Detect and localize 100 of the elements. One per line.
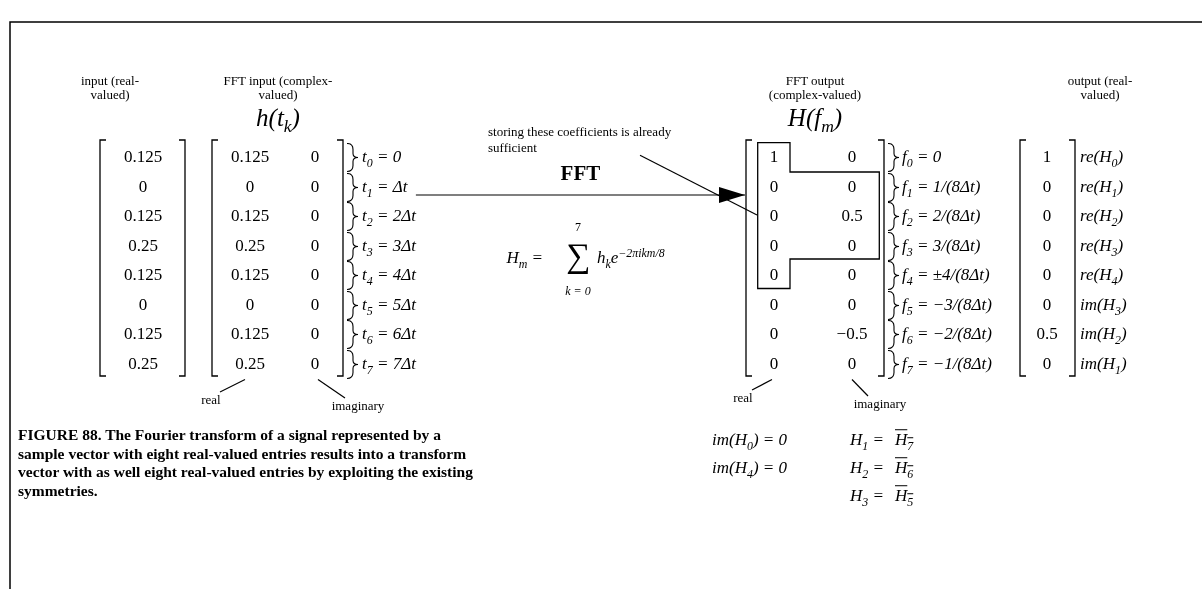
symmetry-equation: H$_{3}$ =	[850, 486, 884, 506]
leader-line	[219, 378, 246, 393]
matrix-entry: 0	[769, 265, 779, 285]
time-label: t$_{0}$ = 0	[362, 147, 402, 167]
matrix-entry: 0	[310, 324, 320, 344]
leader-line	[751, 378, 773, 391]
matrix-entry: 0.25	[235, 353, 265, 374]
matrix-entry: 0.25	[235, 235, 265, 256]
symmetry-equation: H$_{5}$	[895, 486, 914, 506]
matrix-entry: 0	[769, 353, 779, 374]
time-label: t$_{4}$ = 4Δt	[362, 265, 416, 285]
symmetry-equation: H$_{1}$ =	[850, 430, 884, 450]
symmetry-equation: im(H$_{4}$) = 0	[712, 458, 788, 478]
component-label: re(H$_{4}$)	[1080, 265, 1124, 285]
component-label: re(H$_{2}$)	[1080, 206, 1124, 226]
component-label: im(H$_{1}$)	[1080, 353, 1127, 374]
matrix-entry: 0	[847, 353, 857, 374]
symmetry-equation: H$_{2}$ =	[850, 458, 884, 478]
frequency-label: f$_{2}$ = 2/(8Δt)	[902, 206, 981, 226]
time-label: t$_{3}$ = 3Δt	[362, 235, 416, 256]
matrix-entry: 0	[847, 265, 857, 285]
matrix-entry: 0	[310, 147, 320, 167]
time-label: t$_{5}$ = 5Δt	[362, 294, 416, 315]
component-label: re(H$_{3}$)	[1080, 235, 1124, 256]
matrix-entry: 0.125	[123, 265, 163, 285]
leader-line	[639, 154, 758, 216]
matrix-entry: 0	[138, 294, 148, 315]
symmetry-equation: H$_{7}$	[895, 430, 914, 450]
matrix-entry: 0.5	[1036, 324, 1058, 344]
summation-sign: ∑	[565, 236, 591, 276]
column-label: real	[196, 392, 226, 408]
matrix-entry: 0.125	[123, 324, 163, 344]
matrix-entry: 0	[245, 176, 255, 197]
matrix-entry: 0	[769, 176, 779, 197]
matrix-entry: 0	[1042, 294, 1052, 315]
vector-symbol: H(f$_{m}$)	[787, 103, 843, 133]
matrix-entry: 0	[1042, 265, 1052, 285]
column-heading: FFT input (complex-valued)	[223, 73, 333, 103]
symmetry-equation: H$_{6}$	[895, 458, 914, 478]
column-label: imaginary	[318, 398, 398, 414]
matrix-entry: 0	[847, 294, 857, 315]
highlight-outline	[757, 142, 880, 290]
matrix-entry: 0	[310, 353, 320, 374]
column-label: imaginary	[840, 396, 920, 412]
column-heading: output (real-valued)	[1066, 73, 1134, 103]
frequency-label: f$_{7}$ = −1/(8Δt)	[902, 353, 992, 374]
matrix-entry: 0	[847, 176, 857, 197]
column-heading: FFT output (complex-valued)	[767, 73, 863, 103]
matrix-entry: 0.125	[123, 147, 163, 167]
matrix-entry: 0	[1042, 206, 1052, 226]
matrix-entry: 0.125	[230, 206, 270, 226]
matrix-entry: 1	[1042, 147, 1052, 167]
time-label: t$_{6}$ = 6Δt	[362, 324, 416, 344]
matrix-entry: 0.125	[123, 206, 163, 226]
component-label: im(H$_{2}$)	[1080, 324, 1127, 344]
frequency-label: f$_{6}$ = −2/(8Δt)	[902, 324, 992, 344]
callout-text: storing these coefficients is already sufficient	[488, 124, 678, 156]
matrix-entry: −0.5	[836, 324, 868, 344]
leader-line	[317, 378, 346, 399]
matrix-entry: 0.125	[230, 147, 270, 167]
matrix-entry: 0	[310, 235, 320, 256]
frequency-label: f$_{5}$ = −3/(8Δt)	[902, 294, 992, 315]
component-label: im(H$_{3}$)	[1080, 294, 1127, 315]
matrix-entry: 0	[769, 206, 779, 226]
frequency-label: f$_{0}$ = 0	[902, 147, 942, 167]
formula-text: h$_{k}$e$^{−2πikm/8}$	[597, 248, 665, 268]
frequency-label: f$_{1}$ = 1/(8Δt)	[902, 176, 981, 197]
component-label: re(H$_{1}$)	[1080, 176, 1124, 197]
matrix-entry: 0.5	[841, 206, 863, 226]
time-label: t$_{7}$ = 7Δt	[362, 353, 416, 374]
matrix-entry: 0	[1042, 235, 1052, 256]
matrix-entry: 0.125	[230, 324, 270, 344]
matrix-entry: 0	[310, 176, 320, 197]
time-label: t$_{1}$ = Δt	[362, 176, 408, 197]
formula-text: H$_{m}$ =	[506, 248, 543, 268]
matrix-entry: 0.25	[128, 353, 158, 374]
matrix-entry: 0.25	[128, 235, 158, 256]
arrow	[415, 187, 746, 203]
matrix-entry: 0.125	[230, 265, 270, 285]
vector-symbol: h(t$_{k}$)	[256, 103, 300, 133]
frequency-label: f$_{4}$ = ±4/(8Δt)	[902, 265, 990, 285]
matrix-entry: 0	[1042, 353, 1052, 374]
matrix-entry: 0	[847, 147, 857, 167]
matrix-entry: 1	[769, 147, 779, 167]
matrix-entry: 0	[847, 235, 857, 256]
matrix-entry: 0	[138, 176, 148, 197]
component-label: re(H$_{0}$)	[1080, 147, 1124, 167]
formula-text: 7	[575, 221, 581, 235]
time-label: t$_{2}$ = 2Δt	[362, 206, 416, 226]
matrix-entry: 0	[310, 206, 320, 226]
leader-line	[851, 378, 869, 397]
frequency-label: f$_{3}$ = 3/(8Δt)	[902, 235, 981, 256]
matrix-entry: 0	[310, 294, 320, 315]
matrix-entry: 0	[769, 294, 779, 315]
matrix-entry: 0	[310, 265, 320, 285]
symmetry-equation: im(H$_{0}$) = 0	[712, 430, 788, 450]
column-heading: input (real-valued)	[79, 73, 141, 103]
matrix-entry: 0	[245, 294, 255, 315]
matrix-entry: 0	[1042, 176, 1052, 197]
formula-text: k = 0	[565, 285, 591, 299]
